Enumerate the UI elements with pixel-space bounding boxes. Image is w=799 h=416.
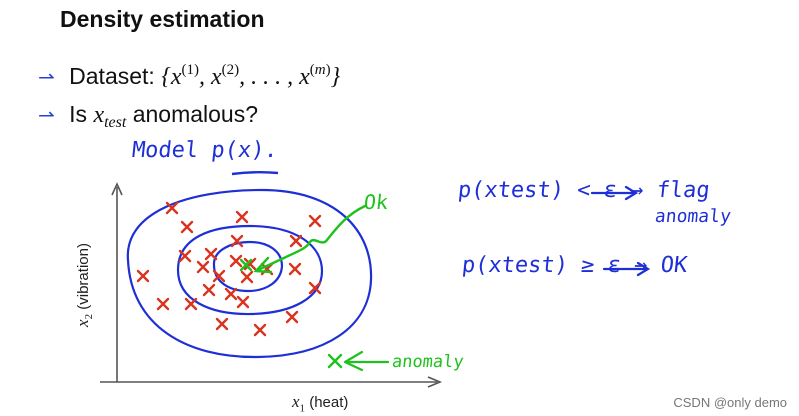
data-point <box>196 260 210 274</box>
data-point <box>240 270 254 284</box>
bullet-dataset: ⇀ Dataset: {x(1), x(2), . . . , x(m)} <box>38 62 340 91</box>
rule-flag-anomaly: anomaly <box>653 206 732 227</box>
test-point-anomaly <box>327 353 343 369</box>
flag-arrow-icon <box>590 185 639 201</box>
data-point <box>180 220 194 234</box>
anomaly-note: anomaly <box>390 352 465 372</box>
data-point <box>178 249 192 263</box>
data-point <box>212 269 226 283</box>
rule-flag: p(xtest) < ε → flag <box>456 178 711 203</box>
dataset-label: Dataset: <box>69 63 155 89</box>
model-underline <box>231 171 279 176</box>
x-test-symbol: xtest <box>93 102 127 131</box>
watermark: CSDN @only demo <box>673 395 787 410</box>
data-point <box>136 269 150 283</box>
data-point <box>204 247 218 261</box>
data-point <box>229 254 243 268</box>
ok-pointer-arrowhead <box>253 256 273 274</box>
data-points <box>136 201 322 337</box>
y-axis-arrow <box>111 182 123 196</box>
data-point <box>308 281 322 295</box>
data-point <box>308 214 322 228</box>
data-point <box>184 297 198 311</box>
arrow-bullet-icon: ⇀ <box>38 67 55 89</box>
ok-arrow-icon <box>602 261 651 277</box>
ok-pointer-line <box>256 204 367 272</box>
contour-middle <box>176 224 324 316</box>
data-point <box>165 201 179 215</box>
data-point <box>235 210 249 224</box>
is-label: Is <box>69 101 88 127</box>
ok-pointer-label: Ok <box>362 190 390 214</box>
dataset-set: {x(1), x(2), . . . , x(m)} <box>161 62 341 90</box>
data-point <box>230 234 244 248</box>
data-point <box>202 283 216 297</box>
data-point <box>236 295 250 309</box>
bullet-is-anomalous: ⇀ Is xtest anomalous? <box>38 101 258 132</box>
data-point <box>224 287 238 301</box>
arrow-bullet-icon: ⇀ <box>38 105 55 127</box>
data-point <box>253 323 267 337</box>
data-point <box>289 234 303 248</box>
rule-ok: p(xtest) ≥ ε → OK <box>460 253 689 278</box>
y-axis-label: x2 (vibration) <box>72 243 96 327</box>
data-point <box>215 317 229 331</box>
data-point <box>156 297 170 311</box>
anomaly-arrow <box>343 350 390 372</box>
test-point-ok <box>239 258 253 272</box>
anomalous-label: anomalous? <box>132 101 259 127</box>
slide-title: Density estimation <box>60 6 265 32</box>
contour-outer <box>126 188 373 359</box>
x-axis-arrow <box>427 376 443 388</box>
data-point <box>288 262 302 276</box>
data-point <box>285 310 299 324</box>
x-axis-label: x1 (heat) <box>292 392 349 415</box>
